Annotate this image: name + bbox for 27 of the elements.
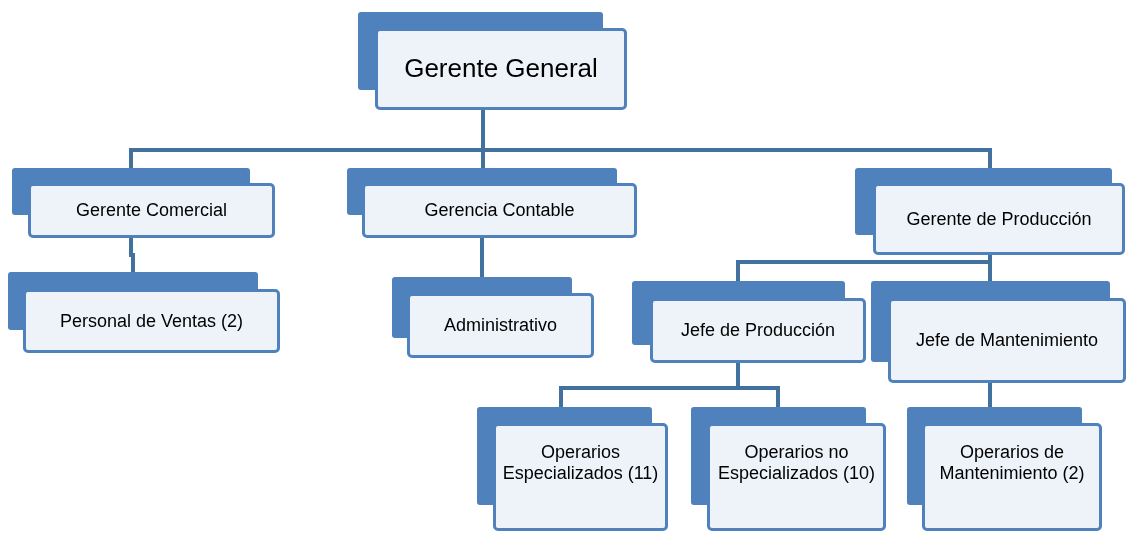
org-box: [347, 168, 637, 238]
connector-line: [481, 110, 992, 168]
box-label: Administrativo: [443, 315, 557, 336]
org-box: [632, 281, 866, 363]
box-label: Jefe de Mantenimiento: [915, 330, 1099, 351]
connector-line: [480, 238, 484, 277]
org-box: [477, 407, 668, 531]
box-label: Gerencia Contable: [424, 200, 575, 221]
org-box: [691, 407, 886, 531]
org-box: [855, 168, 1125, 255]
box-label: Gerente de Producción: [906, 208, 1092, 230]
connector-line: [736, 363, 780, 407]
connector-line: [129, 238, 135, 272]
box-label: Gerente General: [404, 54, 598, 84]
org-box: [871, 281, 1126, 383]
box-label: Operarios de Mantenimiento (2): [938, 442, 1086, 484]
box-label: Jefe de Producción: [680, 320, 836, 341]
box-label: Operarios no Especializados (10): [716, 442, 877, 484]
org-box: [12, 168, 275, 238]
org-box: [8, 272, 280, 353]
box-label: Gerente Comercial: [75, 200, 228, 221]
connector-line: [988, 383, 992, 407]
box-label: Operarios Especializados (11): [502, 442, 659, 484]
org-box: [358, 12, 627, 110]
box-label: Personal de Ventas (2): [59, 310, 244, 332]
org-box: [907, 407, 1102, 531]
org-box: [392, 277, 594, 358]
